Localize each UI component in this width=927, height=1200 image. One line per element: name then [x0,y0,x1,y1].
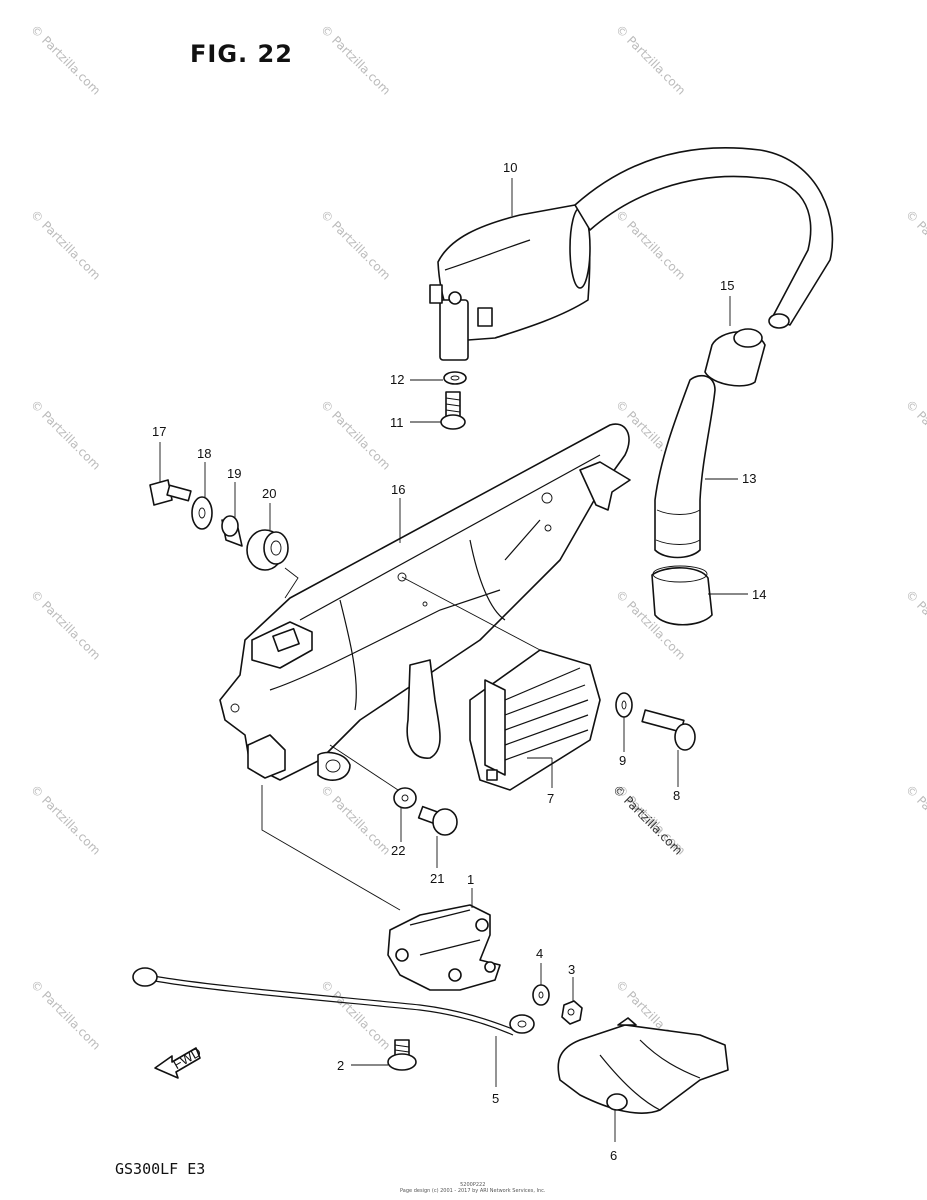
callout-11[interactable]: 11 [390,415,404,430]
callout-21[interactable]: 21 [430,871,444,886]
cap-cover-14[interactable] [651,565,713,626]
footer-id: 5200P222 [460,1182,486,1188]
model-code: GS300LF E3 [115,1160,206,1178]
callout-5[interactable]: 5 [492,1091,499,1106]
watermark-text: © Partzilla.com [28,977,103,1052]
callout-10[interactable]: 10 [503,160,517,175]
callout-12[interactable]: 12 [390,372,404,387]
watermark-text: © Partzilla.com [28,587,103,662]
callout-18[interactable]: 18 [197,446,211,461]
fwd-arrow-icon: FWD [154,1044,204,1079]
screw-2[interactable] [387,1039,417,1071]
watermark-text: © Partzilla.com [613,22,688,97]
washer-22[interactable] [393,787,417,809]
watermark-text: © Partzilla.com [318,977,393,1052]
spark-plug-cap-13[interactable] [654,374,716,559]
callout-20[interactable]: 20 [262,486,276,501]
watermark-text: © Partzilla.com [28,207,103,282]
reference-lines [261,567,541,911]
washer-18[interactable] [191,496,213,530]
watermark-text: © Partzilla.com [613,207,688,282]
callout-6[interactable]: 6 [610,1148,617,1163]
washer-4[interactable] [532,984,550,1006]
callout-3[interactable]: 3 [568,962,575,977]
watermark-text: © Partzilla.com [903,782,927,857]
grommet-20[interactable] [246,529,289,571]
bolt-11[interactable] [440,391,466,430]
callout-22[interactable]: 22 [391,843,405,858]
watermark-text: © Partzilla.com [28,22,103,97]
footer-notice: Page design (c) 2001 - 2017 by ARI Netwo… [400,1188,546,1194]
watermark-text: © Partzilla.com [28,397,103,472]
collar-19[interactable] [221,515,243,547]
watermark-text: © Partzilla.com [903,397,927,472]
callout-16[interactable]: 16 [391,482,405,497]
callout-13[interactable]: 13 [742,471,756,486]
mounting-bracket-16[interactable] [219,423,631,781]
watermark-text: © Partzilla.com [903,207,927,282]
callout-8[interactable]: 8 [673,788,680,803]
callout-17[interactable]: 17 [152,424,166,439]
footer-copyright: 5200P222 Page design (c) 2001 - 2017 by … [400,1182,546,1194]
starter-relay-1[interactable] [387,904,501,991]
ground-cable-5[interactable] [132,967,535,1036]
terminal-cover-6[interactable] [557,1017,729,1114]
screw-8[interactable] [641,709,696,751]
figure-title: FIG. 22 [190,40,293,68]
watermark-text: © Partzilla.com [318,397,393,472]
washer-9[interactable] [615,692,633,718]
regulator-rectifier-7[interactable] [469,649,601,791]
fwd-label: FWD [171,1044,204,1072]
bolt-17[interactable] [149,479,192,506]
lock-washer-12[interactable] [443,371,467,385]
watermark-text: © Partzilla.com [318,207,393,282]
bolt-21[interactable] [417,805,458,836]
watermark-text: © Partzilla.com [318,22,393,97]
ignition-coil[interactable] [429,147,834,361]
watermark-text: © Partzilla.com [318,782,393,857]
callout-14[interactable]: 14 [752,587,766,602]
callout-9[interactable]: 9 [619,753,626,768]
watermark-text: © Partzilla.com [903,587,927,662]
nut-3[interactable] [561,1000,583,1025]
leader-lines [159,178,748,1142]
callout-19[interactable]: 19 [227,466,241,481]
watermark-text: © Partzilla.com [28,782,103,857]
callout-4[interactable]: 4 [536,946,543,961]
callout-2[interactable]: 2 [337,1058,344,1073]
callout-7[interactable]: 7 [547,791,554,806]
spark-plug-cap-seal-15[interactable] [704,328,766,387]
callout-15[interactable]: 15 [720,278,734,293]
callout-1[interactable]: 1 [467,872,474,887]
